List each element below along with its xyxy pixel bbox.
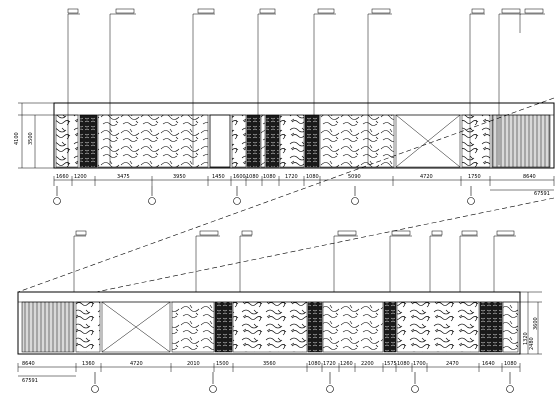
bottom-mirror-panel — [101, 301, 171, 353]
top-mirror-panel — [395, 114, 461, 168]
bottom-dim-7: 1720 — [323, 361, 336, 367]
bottom-slat-screen — [21, 301, 75, 353]
bottom-axis-bubbles — [91, 372, 514, 393]
top-dim-5: 1600 — [233, 174, 246, 180]
bottom-ornament-band-1 — [75, 301, 101, 353]
bottom-height-dim-1: 1320 — [523, 332, 529, 345]
top-dark-panel-4 — [304, 114, 320, 168]
top-ornament-band-5 — [279, 114, 305, 168]
bottom-dim-14: 1640 — [482, 361, 495, 367]
top-elevation: 4100 3500 1660 1200 3475 3950 1450 1600 … — [14, 8, 555, 205]
bottom-height-dim-3: 2480 — [529, 337, 535, 350]
bottom-dim-6: 1080 — [308, 361, 321, 367]
bottom-dark-panel-4 — [479, 301, 503, 353]
top-height-dim-1: 4100 — [14, 132, 20, 145]
top-dim-9: 1080 — [306, 174, 319, 180]
bottom-height-dims — [520, 291, 542, 355]
bottom-dim-10: 1575 — [384, 361, 397, 367]
top-ornament-band-1 — [55, 114, 79, 168]
bottom-dim-0: 8640 — [22, 361, 35, 367]
top-dark-panel-1 — [79, 114, 98, 168]
top-slat-screen — [491, 114, 551, 168]
top-axis-bubbles — [53, 186, 475, 205]
bottom-dim-5: 3560 — [263, 361, 276, 367]
top-dim-7: 1080 — [263, 174, 276, 180]
top-dark-panel-2 — [246, 114, 261, 168]
bottom-total: 67591 — [22, 378, 38, 384]
bottom-dark-panel-1 — [214, 301, 233, 353]
top-height-dims — [18, 102, 54, 169]
top-dim-11: 4720 — [420, 174, 433, 180]
bottom-dim-4: 1500 — [216, 361, 229, 367]
bottom-elevation: 1320 3600 2480 8640 1360 4720 2010 1500 … — [17, 230, 542, 393]
bottom-ornament-band-3 — [232, 301, 308, 353]
match-lines — [17, 97, 555, 293]
top-dim-3: 3950 — [173, 174, 186, 180]
top-ornament-band-4 — [260, 114, 266, 168]
bottom-ornament-band-6 — [502, 301, 519, 353]
top-ornament-band-3 — [231, 114, 247, 168]
bottom-callout-tags — [75, 230, 515, 236]
bottom-dim-11: 1080 — [397, 361, 410, 367]
top-dim-4: 1450 — [212, 174, 225, 180]
bottom-ornament-band-4 — [322, 301, 384, 353]
top-dim-6: 1080 — [246, 174, 259, 180]
top-height-dim-2: 3500 — [28, 132, 34, 145]
bottom-dim-ticks — [17, 363, 521, 372]
bottom-dim-15: 1080 — [504, 361, 517, 367]
bottom-ornament-band-2 — [171, 301, 215, 353]
top-dim-8: 1720 — [285, 174, 298, 180]
bottom-dim-9: 2200 — [361, 361, 374, 367]
bottom-dim-12: 1700 — [413, 361, 426, 367]
bottom-dim-2: 4720 — [130, 361, 143, 367]
bottom-dim-13: 2470 — [446, 361, 459, 367]
bottom-ornament-band-5 — [396, 301, 480, 353]
bottom-wall-outline — [17, 291, 521, 355]
top-door-1 — [209, 114, 231, 168]
top-callout-tags — [67, 8, 544, 14]
top-ornament-band-2 — [97, 114, 209, 168]
top-dim-0: 1660 — [56, 174, 69, 180]
top-dim-ticks — [53, 176, 555, 186]
top-ornament-band-7 — [461, 114, 491, 168]
top-dark-panel-3 — [265, 114, 280, 168]
top-ornament-band-6 — [319, 114, 395, 168]
top-dim-1: 1200 — [74, 174, 87, 180]
bottom-callouts — [73, 235, 516, 292]
bottom-dark-panel-2 — [307, 301, 323, 353]
top-dim-12: 1750 — [468, 174, 481, 180]
bottom-dark-panel-3 — [383, 301, 397, 353]
bottom-dim-8: 1260 — [340, 361, 353, 367]
top-total: 67591 — [534, 191, 550, 197]
top-wall-outline — [53, 102, 555, 169]
bottom-dim-1: 1360 — [82, 361, 95, 367]
top-dim-2: 3475 — [117, 174, 130, 180]
top-dim-10: 5090 — [348, 174, 361, 180]
bottom-dim-3: 2010 — [187, 361, 200, 367]
top-dim-13: 8640 — [523, 174, 536, 180]
bottom-height-dim-2: 3600 — [533, 317, 539, 330]
